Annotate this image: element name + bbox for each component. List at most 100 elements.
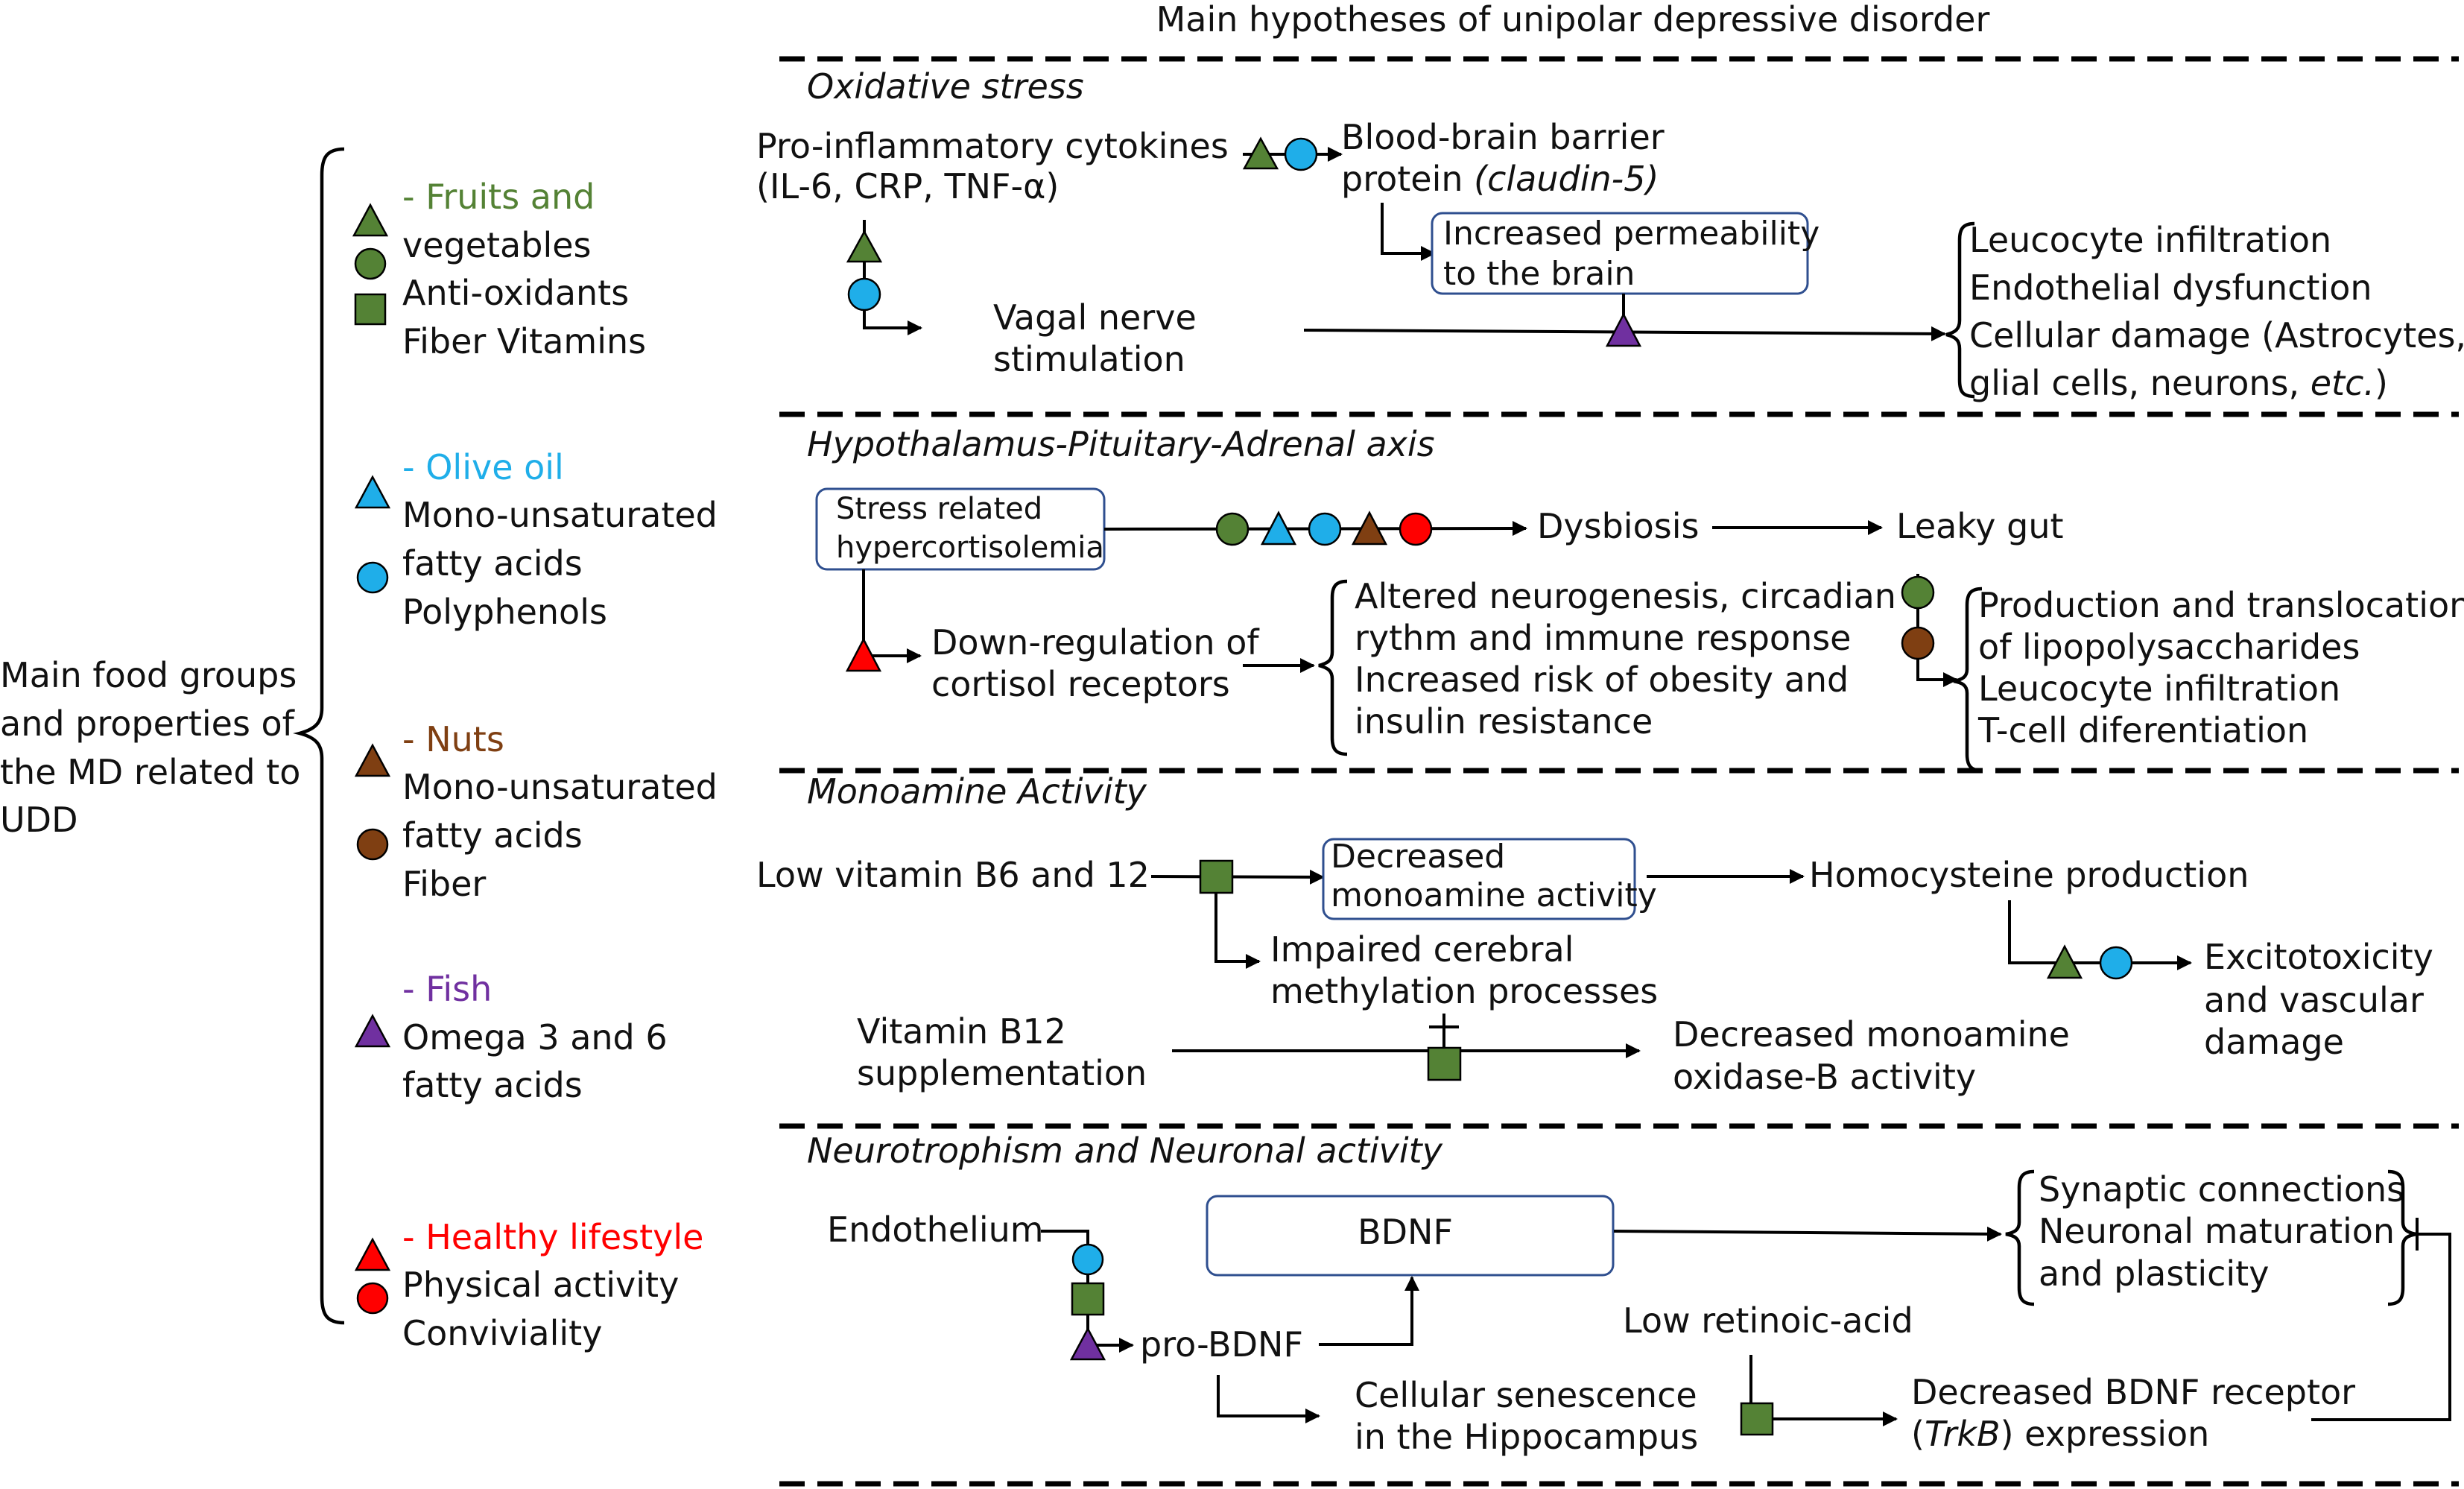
- lps-outcome: T-cell diferentiation: [1977, 710, 2308, 750]
- pro-bdnf-label: pro-BDNF: [1140, 1324, 1303, 1365]
- food-group-name: - Fruits and: [402, 177, 595, 217]
- permeability-label: Increased permeability: [1443, 215, 1820, 253]
- synaptic-outcome: Neuronal maturation: [2039, 1211, 2395, 1251]
- vagal-label: stimulation: [993, 339, 1185, 379]
- outcome-brace: [1945, 221, 1975, 399]
- triangle-icon: [352, 203, 389, 237]
- b12-supplementation-label: supplementation: [857, 1053, 1147, 1093]
- lps-outcome: Leucocyte infiltration: [1978, 668, 2340, 709]
- dysbiosis-label: Dysbiosis: [1537, 506, 1699, 546]
- circle-icon: [1901, 575, 1935, 610]
- cytokines-label: Pro-inflammatory cytokines: [756, 126, 1229, 166]
- lps-outcome: Production and translocation: [1978, 585, 2464, 625]
- food-group-fruits-vegetables: - Fruits and vegetables Anti-oxidants Fi…: [352, 177, 646, 361]
- excitotoxicity-label: and vascular: [2204, 980, 2424, 1020]
- svg-text:Fiber: Fiber: [402, 864, 486, 904]
- altered-outcome: rythm and immune response: [1355, 618, 1851, 658]
- section-hpa-axis: Hypothalamus-Pituitary-Adrenal axis Stre…: [807, 424, 2464, 773]
- triangle-icon: [1351, 510, 1388, 546]
- food-group-fish: - Fish Omega 3 and 6 fatty acids: [354, 969, 668, 1105]
- section-title: Monoamine Activity: [807, 771, 1147, 812]
- section-title: Neurotrophism and Neuronal activity: [807, 1131, 1443, 1171]
- svg-text:Anti-oxidants: Anti-oxidants: [402, 273, 629, 313]
- svg-text:Omega 3 and 6: Omega 3 and 6: [402, 1017, 668, 1058]
- svg-text:the MD related to: the MD related to: [0, 752, 300, 792]
- food-group-nuts: - Nuts Mono-unsaturated fatty acids Fibe…: [354, 719, 718, 904]
- triangle-icon: [354, 475, 391, 509]
- bbb-label: Blood-brain barrier: [1341, 117, 1665, 157]
- lps-brace: [1953, 587, 1983, 773]
- svg-text:Polyphenols: Polyphenols: [402, 592, 607, 632]
- synaptic-outcome: Synaptic connections: [2039, 1169, 2404, 1210]
- circle-icon: [1308, 512, 1342, 546]
- triangle-icon: [1069, 1327, 1106, 1361]
- svg-text:Main food groups: Main food groups: [0, 655, 297, 695]
- triangle-icon: [1260, 510, 1297, 546]
- left-label: Main food groups and properties of the M…: [0, 655, 300, 840]
- trkb-label: (TrkB) expression: [1911, 1414, 2209, 1454]
- food-group-healthy-lifestyle: - Healthy lifestyle Physical activity Co…: [354, 1217, 703, 1353]
- circle-icon: [2099, 946, 2133, 980]
- maob-label: oxidase-B activity: [1673, 1057, 1976, 1097]
- impaired-methylation-label: methylation processes: [1270, 971, 1658, 1011]
- permeability-label: to the brain: [1443, 255, 1635, 293]
- circle-icon: [356, 561, 389, 594]
- square-icon: [1071, 1282, 1105, 1316]
- decreased-monoamine-box: [1322, 838, 1636, 920]
- circle-icon: [1071, 1243, 1104, 1276]
- left-brace: [293, 147, 345, 1325]
- circle-icon: [356, 1282, 389, 1315]
- stress-label: Stress related: [836, 492, 1042, 526]
- leaky-gut-label: Leaky gut: [1896, 506, 2064, 546]
- bdnf-box: [1206, 1195, 1615, 1277]
- decreased-monoamine-label: monoamine activity: [1331, 876, 1657, 914]
- svg-text:Conviviality: Conviviality: [402, 1313, 602, 1353]
- maob-label: Decreased monoamine: [1673, 1014, 2070, 1055]
- triangle-icon: [2046, 944, 2083, 979]
- section-monoamine-activity: Monoamine Activity Low vitamin B6 and 12…: [756, 771, 2433, 1097]
- altered-outcome: insulin resistance: [1355, 701, 1653, 742]
- triangle-icon: [354, 1237, 391, 1271]
- food-group-name: - Fish: [402, 969, 492, 1009]
- svg-text:Mono-unsaturated: Mono-unsaturated: [402, 767, 718, 807]
- triangle-icon: [354, 743, 391, 777]
- senescence-label: Cellular senescence: [1355, 1375, 1697, 1415]
- circle-icon: [1215, 512, 1250, 546]
- circle-icon: [847, 277, 881, 312]
- circle-icon: [354, 247, 387, 280]
- endothelium-label: Endothelium: [827, 1210, 1044, 1250]
- svg-text:fatty acids: fatty acids: [402, 815, 583, 856]
- svg-text:Physical activity: Physical activity: [402, 1265, 679, 1305]
- vagal-label: Vagal nerve: [993, 297, 1197, 338]
- food-group-name: - Olive oil: [402, 447, 564, 487]
- permeability-box: [1431, 212, 1809, 295]
- section-neurotrophism: Neurotrophism and Neuronal activity Endo…: [807, 1131, 2451, 1457]
- oxidative-outcome: glial cells, neurons, etc.): [1969, 363, 2388, 403]
- circle-icon: [1399, 512, 1433, 546]
- bdnf-label: BDNF: [1358, 1212, 1453, 1252]
- svg-text:fatty acids: fatty acids: [402, 1065, 583, 1105]
- excitotoxicity-label: Excitotoxicity: [2204, 937, 2433, 977]
- svg-text:vegetables: vegetables: [402, 225, 592, 265]
- svg-text:UDD: UDD: [0, 800, 78, 840]
- circle-icon: [1901, 626, 1935, 660]
- triangle-icon: [354, 1014, 391, 1048]
- triangle-icon: [1605, 312, 1642, 347]
- low-retinoic-acid-label: Low retinoic-acid: [1623, 1300, 1913, 1341]
- downregulation-label: Down-regulation of: [931, 622, 1260, 663]
- altered-brace: [1318, 579, 1348, 756]
- oxidative-outcome: Endothelial dysfunction: [1969, 268, 2372, 308]
- square-icon: [1427, 1046, 1462, 1081]
- cytokines-label: (IL-6, CRP, TNF-α): [756, 166, 1059, 206]
- food-group-name: - Nuts: [402, 719, 504, 759]
- square-icon: [1199, 859, 1234, 894]
- section-title: Oxidative stress: [807, 66, 1084, 107]
- diagram-title: Main hypotheses of unipolar depressive d…: [1156, 0, 1990, 39]
- svg-text:Mono-unsaturated: Mono-unsaturated: [402, 495, 718, 535]
- homocysteine-label: Homocysteine production: [1809, 855, 2249, 895]
- altered-outcome: Increased risk of obesity and: [1355, 660, 1849, 700]
- synaptic-outcome: and plasticity: [2039, 1254, 2269, 1294]
- circle-icon: [1284, 137, 1318, 171]
- square-icon: [354, 293, 387, 326]
- section-title: Hypothalamus-Pituitary-Adrenal axis: [807, 424, 1435, 464]
